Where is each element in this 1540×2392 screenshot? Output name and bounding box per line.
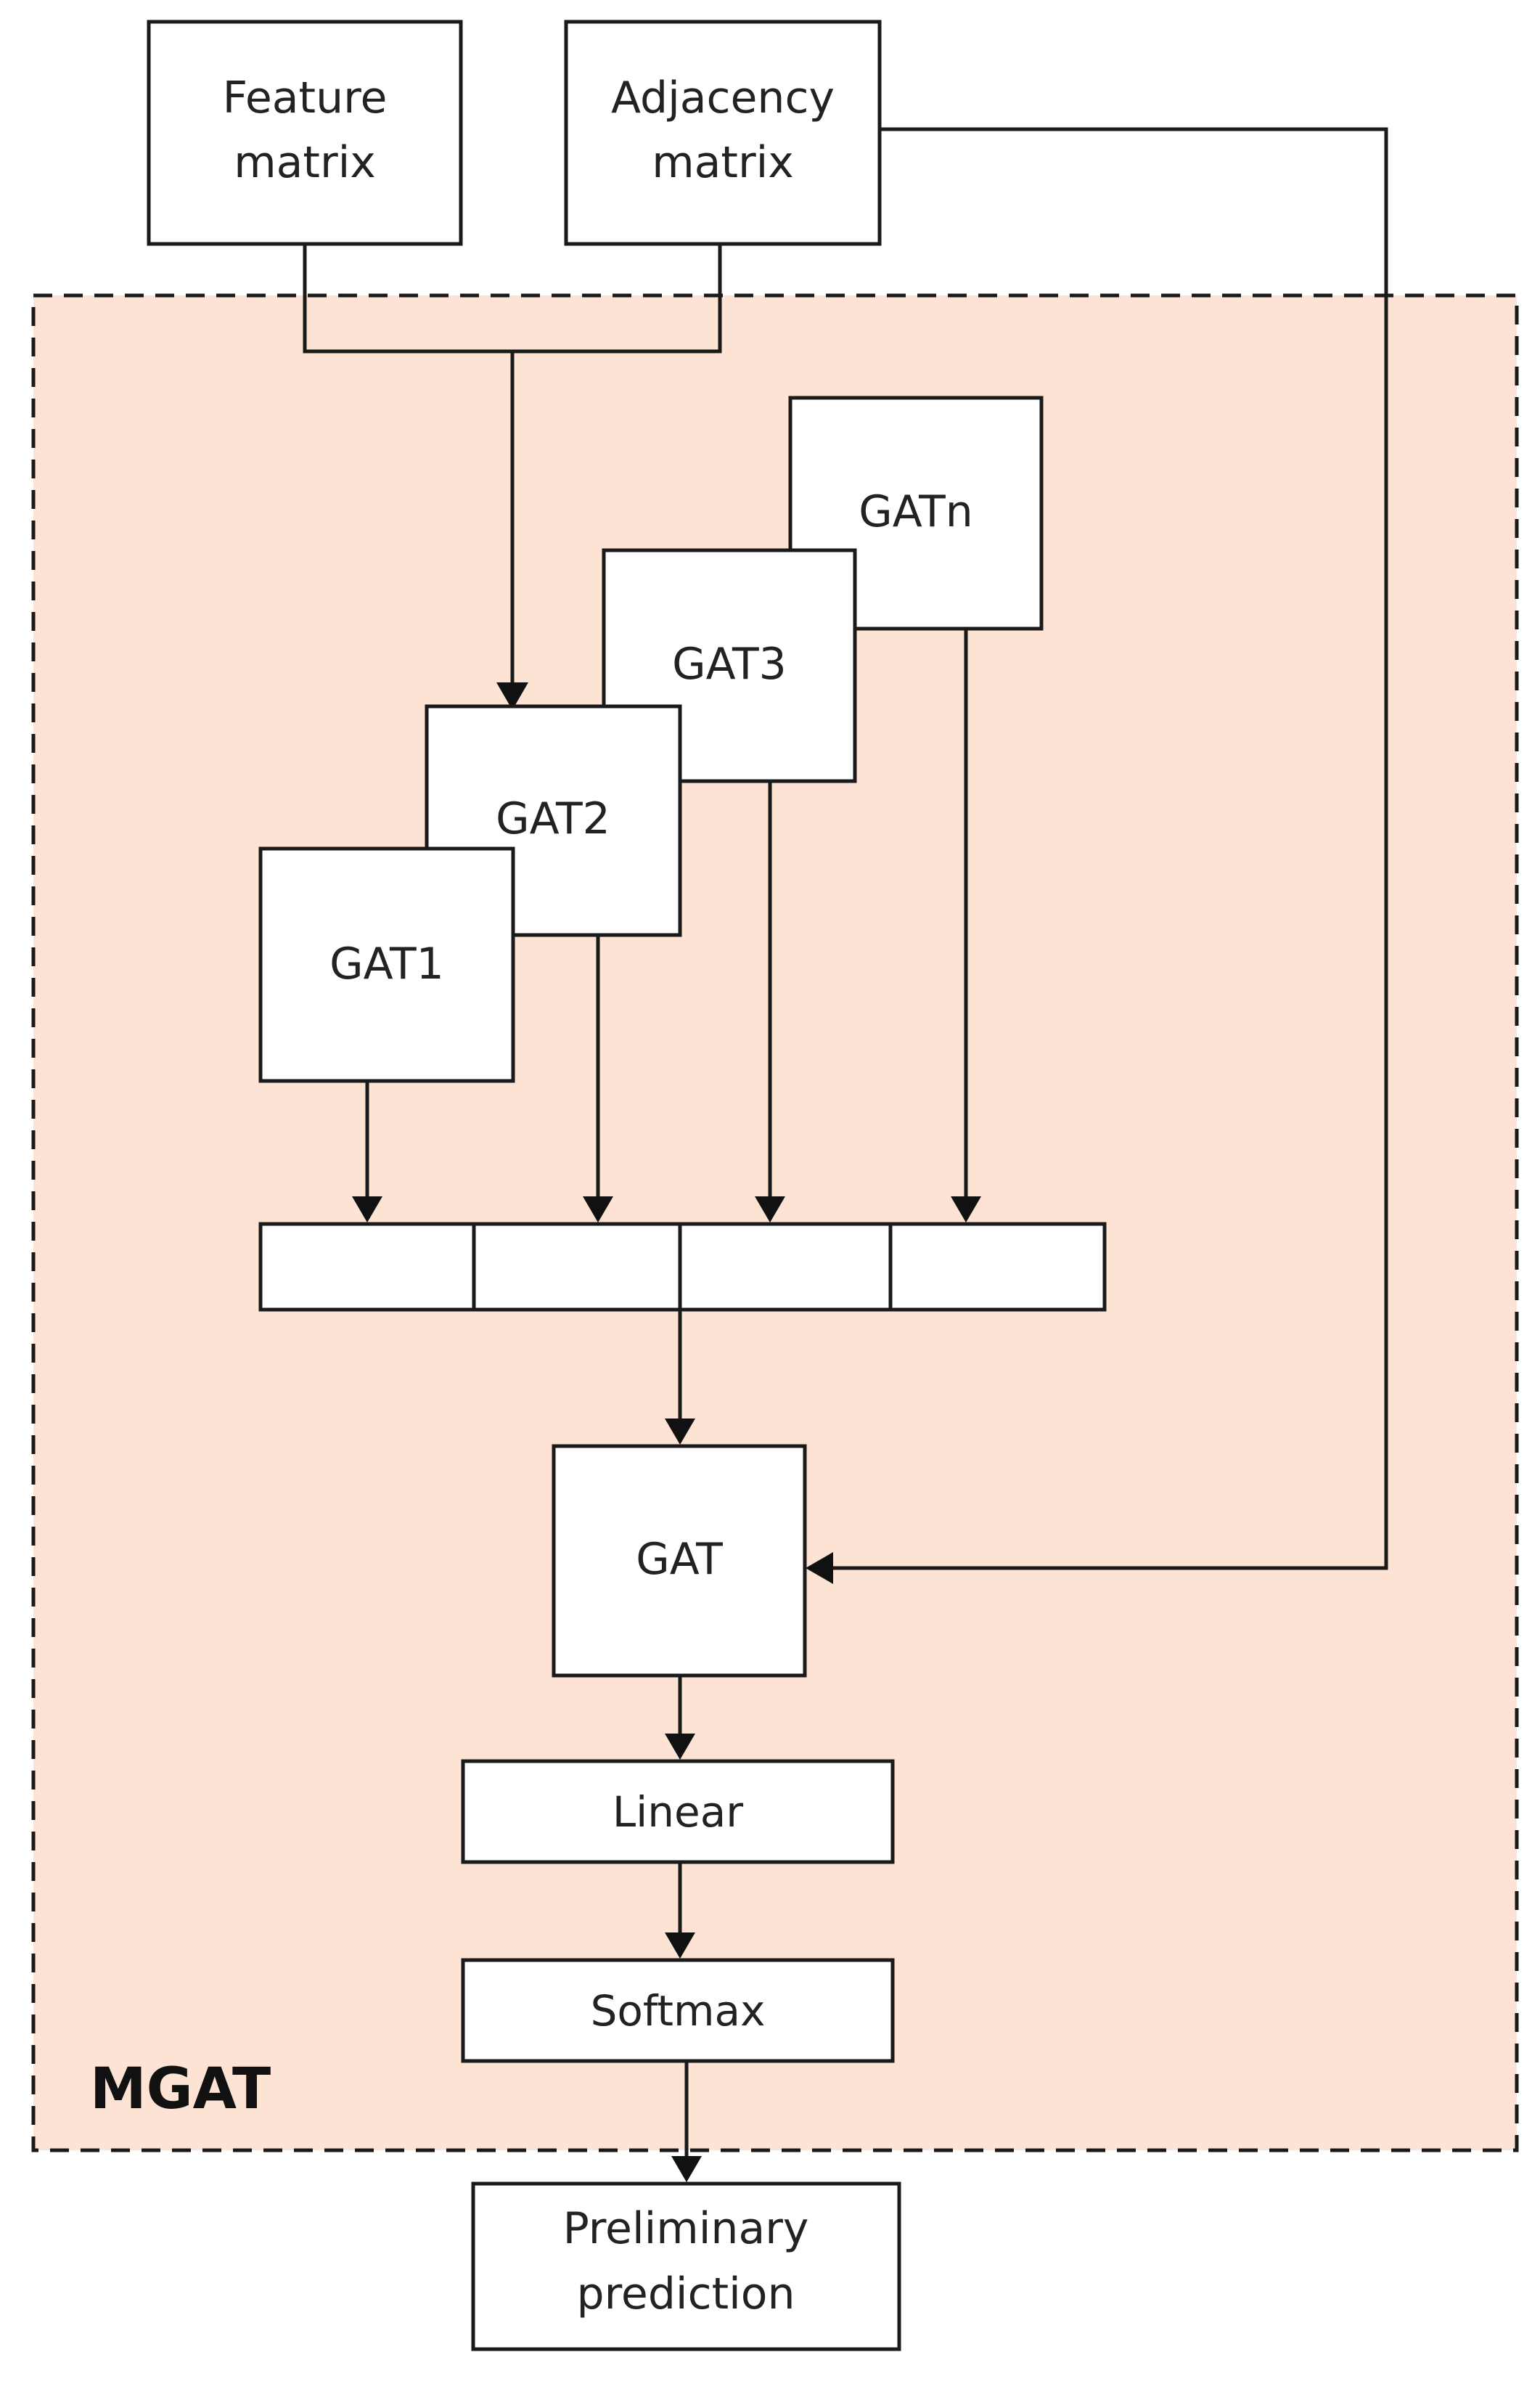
- gat3-to-concat-arrowhead: [755, 1196, 785, 1222]
- gat3-node: GAT3: [602, 548, 857, 783]
- gat2-label: GAT2: [496, 793, 610, 844]
- adjacency-matrix-label-2: matrix: [652, 137, 794, 188]
- mgat-region-label: MGAT: [90, 2057, 271, 2122]
- concat-cell-2: [472, 1222, 682, 1312]
- gat-node: GAT: [552, 1444, 807, 1678]
- adjacency-to-gat-arrowhead: [806, 1552, 833, 1584]
- gat1-label: GAT1: [329, 939, 444, 989]
- linear-node: Linear: [461, 1759, 895, 1864]
- concat-cell-3: [678, 1222, 893, 1312]
- input-merge-connector: [303, 244, 722, 682]
- gat1-node: GAT1: [258, 846, 515, 1083]
- gat1-to-concat-arrowhead: [352, 1196, 382, 1222]
- preliminary-prediction-node: Preliminary prediction: [471, 2181, 901, 2351]
- feature-matrix-node: Feature matrix: [147, 20, 463, 246]
- linear-to-softmax-arrowhead: [665, 1932, 695, 1959]
- preliminary-prediction-label-1: Preliminary: [563, 2203, 809, 2254]
- gatn-label: GATn: [859, 486, 973, 537]
- adjacency-matrix-node: Adjacency matrix: [564, 20, 882, 246]
- gat-label: GAT: [636, 1534, 723, 1585]
- softmax-to-output-arrowhead: [671, 2156, 702, 2182]
- softmax-node: Softmax: [461, 1958, 895, 2063]
- concat-cell-4: [888, 1222, 1107, 1312]
- adjacency-to-gat-edge: [830, 127, 1388, 1570]
- gat3-label: GAT3: [672, 639, 787, 690]
- concat-cell-1: [258, 1222, 476, 1312]
- concat-to-gat-arrowhead: [665, 1419, 695, 1445]
- concat-bar: [258, 1222, 1107, 1312]
- softmax-label: Softmax: [591, 1986, 766, 2036]
- adjacency-matrix-label-1: Adjacency: [611, 73, 835, 123]
- gat2-to-concat-arrowhead: [583, 1196, 613, 1222]
- gat-to-linear-arrowhead: [665, 1734, 695, 1760]
- linear-label: Linear: [613, 1787, 743, 1837]
- feature-matrix-label-2: matrix: [234, 137, 376, 188]
- feature-matrix-label-1: Feature: [223, 73, 388, 123]
- preliminary-prediction-label-2: prediction: [576, 2269, 795, 2319]
- gatn-to-concat-arrowhead: [951, 1196, 981, 1222]
- input-arrowhead: [496, 682, 528, 710]
